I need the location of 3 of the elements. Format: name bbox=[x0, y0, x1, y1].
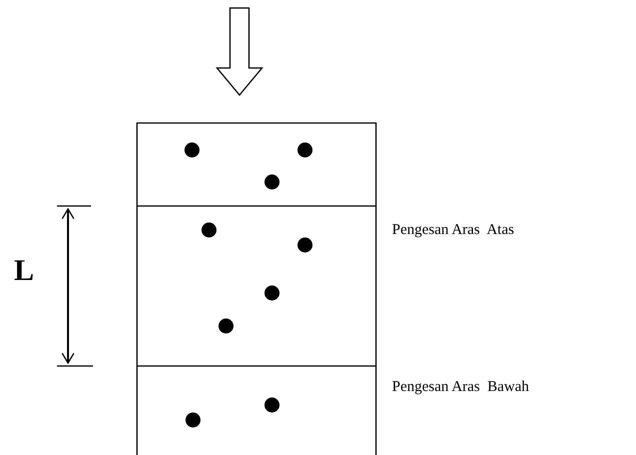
detector-label: Pengesan Aras Bawah bbox=[392, 380, 530, 395]
dimension-label: L bbox=[14, 256, 34, 286]
detector-label: Pengesan Aras Atas bbox=[392, 223, 514, 238]
